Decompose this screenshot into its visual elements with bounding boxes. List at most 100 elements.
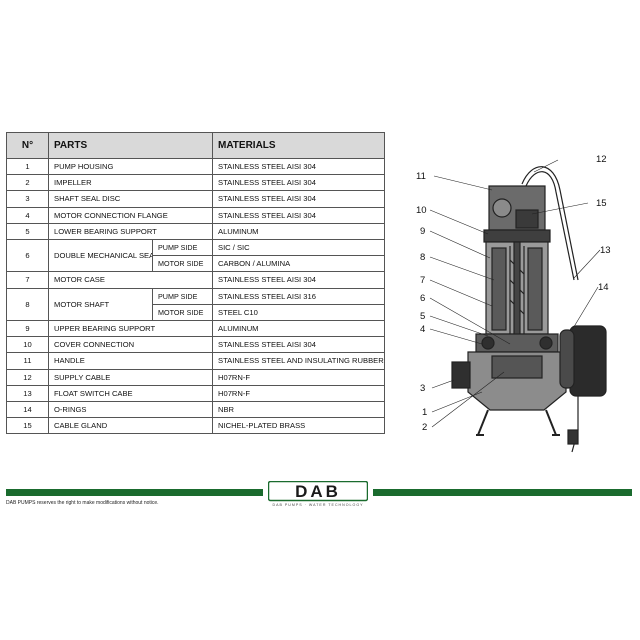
callout-12: 12 bbox=[596, 154, 607, 165]
part-material: ALUMINUM bbox=[212, 222, 385, 241]
part-number: 7 bbox=[6, 271, 49, 289]
table-header-row: N° PARTS MATERIALS bbox=[6, 132, 385, 159]
callout-7: 7 bbox=[420, 275, 425, 286]
callout-4: 4 bbox=[420, 324, 425, 335]
dab-logo-tagline: DAB PUMPS · WATER TECHNOLOGY bbox=[272, 503, 363, 507]
part-name: O-RINGS bbox=[48, 401, 213, 419]
part-name: COVER CONNECTION bbox=[48, 336, 213, 354]
header-parts: PARTS bbox=[48, 132, 213, 159]
dab-logo: DAB DAB PUMPS · WATER TECHNOLOGY bbox=[268, 481, 368, 507]
part-material: STAINLESS STEEL AISI 304 bbox=[212, 190, 385, 208]
part-name: MOTOR CONNECTION FLANGE bbox=[48, 206, 213, 224]
callout-leaders bbox=[429, 159, 601, 428]
callout-11: 11 bbox=[416, 171, 426, 182]
part-name: FLOAT SWITCH CABE bbox=[48, 384, 213, 403]
callout-9: 9 bbox=[420, 226, 425, 237]
part-name: UPPER BEARING SUPPORT bbox=[48, 320, 213, 338]
footer-green-bar-right bbox=[373, 489, 632, 496]
part-material: STAINLESS STEEL AISI 304 bbox=[212, 271, 385, 289]
discharge-port bbox=[451, 361, 471, 389]
plug-icon bbox=[567, 429, 579, 445]
part-name: HANDLE bbox=[48, 352, 213, 370]
callout-1: 1 bbox=[422, 407, 427, 418]
part-material: STAINLESS STEEL AISI 304 bbox=[212, 206, 385, 224]
header-number: N° bbox=[6, 132, 49, 159]
part-name: SHAFT SEAL DISC bbox=[48, 190, 213, 208]
part-number: 4 bbox=[6, 206, 49, 224]
part-material: H07RN-F bbox=[212, 384, 385, 403]
part-side: MOTOR SIDE bbox=[152, 255, 213, 273]
part-name: MOTOR SHAFT bbox=[48, 287, 153, 322]
pump-feet bbox=[476, 409, 560, 436]
part-material: STAINLESS STEEL AISI 304 bbox=[212, 174, 385, 192]
part-number: 12 bbox=[6, 368, 49, 386]
part-material: ALUMINUM bbox=[212, 320, 385, 338]
callout-10: 10 bbox=[416, 205, 427, 216]
part-number: 15 bbox=[6, 417, 49, 435]
part-name: IMPELLER bbox=[48, 174, 213, 192]
part-material: STAINLESS STEEL AISI 304 bbox=[212, 336, 385, 354]
callout-3: 3 bbox=[420, 383, 425, 394]
part-number: 8 bbox=[6, 287, 49, 322]
pump-cross-section-diagram: 11 12 10 15 9 13 8 7 14 6 5 4 3 1 2 bbox=[416, 154, 611, 453]
header-materials: MATERIALS bbox=[212, 132, 385, 159]
callout-14: 14 bbox=[598, 282, 609, 293]
part-material: CARBON / ALUMINA bbox=[212, 255, 385, 273]
part-material: H07RN-F bbox=[212, 368, 385, 386]
float-switch bbox=[569, 325, 607, 397]
callout-15: 15 bbox=[596, 198, 607, 209]
part-material: NBR bbox=[212, 401, 385, 419]
part-side: MOTOR SIDE bbox=[152, 303, 213, 322]
callout-5: 5 bbox=[420, 311, 425, 322]
part-material: STAINLESS STEEL AISI 304 bbox=[212, 157, 385, 176]
part-number: 6 bbox=[6, 239, 49, 273]
part-name: MOTOR CASE bbox=[48, 271, 213, 289]
supply-cable-drawing bbox=[521, 166, 579, 281]
cover-connection bbox=[483, 229, 551, 243]
callout-13: 13 bbox=[600, 245, 611, 256]
part-material: NICHEL-PLATED BRASS bbox=[212, 417, 385, 435]
callout-6: 6 bbox=[420, 293, 425, 304]
part-side: PUMP SIDE bbox=[152, 239, 213, 257]
part-number: 11 bbox=[6, 352, 49, 370]
part-material: SIC / SIC bbox=[212, 239, 385, 257]
part-material: STEEL C10 bbox=[212, 303, 385, 322]
footer-green-bar-left bbox=[6, 489, 263, 496]
part-number: 9 bbox=[6, 320, 49, 338]
part-number: 14 bbox=[6, 401, 49, 419]
part-name: DOUBLE MECHANICAL SEAL bbox=[48, 239, 153, 273]
part-number: 10 bbox=[6, 336, 49, 354]
callout-8: 8 bbox=[420, 252, 425, 263]
disclaimer-text: DAB PUMPS reserves the right to make mod… bbox=[6, 500, 159, 506]
part-number: 3 bbox=[6, 190, 49, 208]
part-material: STAINLESS STEEL AND INSULATING RUBBER bbox=[212, 352, 385, 370]
part-name: PUMP HOUSING bbox=[48, 157, 213, 176]
part-number: 1 bbox=[6, 157, 49, 176]
part-name: LOWER BEARING SUPPORT bbox=[48, 222, 213, 241]
part-material: STAINLESS STEEL AISI 316 bbox=[212, 287, 385, 305]
part-name: CABLE GLAND bbox=[48, 417, 213, 435]
part-number: 13 bbox=[6, 384, 49, 403]
part-number: 5 bbox=[6, 222, 49, 241]
part-number: 2 bbox=[6, 174, 49, 192]
callout-2: 2 bbox=[422, 422, 427, 433]
